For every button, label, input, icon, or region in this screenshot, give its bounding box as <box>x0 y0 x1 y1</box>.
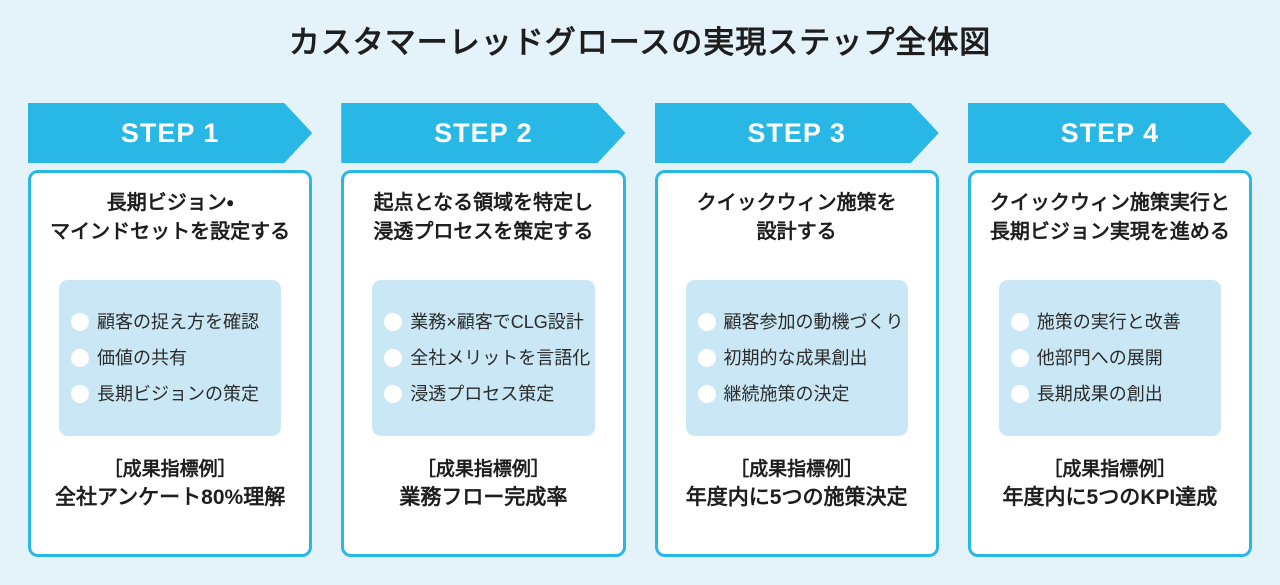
bullet-label: 浸透プロセス策定 <box>410 384 555 404</box>
list-item: 継続施策の決定 <box>697 383 898 405</box>
step-column-4: STEP 4 クイックウィン施策実行と 長期ビジョン実現を進める 施策の実行と改… <box>967 103 1252 557</box>
step-4-label: STEP 4 <box>1060 117 1160 148</box>
list-item: 施策の実行と改善 <box>1010 311 1211 333</box>
bullet-dot-icon <box>71 349 89 367</box>
step-3-metric: ［成果指標例］ 年度内に5つの施策決定 <box>686 457 908 512</box>
list-item: 浸透プロセス策定 <box>384 383 584 405</box>
step-1-arrow-banner: STEP 1 <box>28 103 312 163</box>
bullet-dot-icon <box>384 313 403 331</box>
step-1-task-panel: 顧客の捉え方を確認 価値の共有 長期ビジョンの策定 <box>59 280 282 436</box>
metric-label: ［成果指標例］ <box>1043 459 1177 480</box>
step-3-label: STEP 3 <box>747 117 846 148</box>
step-2-arrow-banner: STEP 2 <box>341 103 625 163</box>
bullet-label: 価値の共有 <box>97 348 187 368</box>
bullet-label: 顧客参加の動機づくり <box>723 312 904 332</box>
bullet-dot-icon <box>697 349 716 367</box>
list-item: 初期的な成果創出 <box>697 347 898 369</box>
step-2-card: 起点となる領域を特定し 浸透プロセスを策定する 業務×顧客でCLG設計 全社メリ… <box>341 170 626 557</box>
step-4-metric: ［成果指標例］ 年度内に5つのKPI達成 <box>1003 457 1218 512</box>
step-1-label: STEP 1 <box>120 117 220 148</box>
list-item: 顧客の捉え方を確認 <box>71 311 271 333</box>
bullet-dot-icon <box>1010 313 1029 331</box>
step-2-task-panel: 業務×顧客でCLG設計 全社メリットを言語化 浸透プロセス策定 <box>372 280 595 436</box>
step-4-card: クイックウィン施策実行と 長期ビジョン実現を進める 施策の実行と改善 他部門への… <box>967 170 1252 557</box>
bullet-label: 継続施策の決定 <box>723 384 850 404</box>
step-column-3: STEP 3 クイックウィン施策を 設計する 顧客参加の動機づくり 初期的な成果… <box>654 103 939 557</box>
step-2-metric: ［成果指標例］ 業務フロー完成率 <box>399 457 567 512</box>
step-1-metric: ［成果指標例］ 全社アンケート80%理解 <box>55 457 285 512</box>
bullet-dot-icon <box>384 349 403 367</box>
bullet-dot-icon <box>384 385 403 403</box>
step-3-card: クイックウィン施策を 設計する 顧客参加の動機づくり 初期的な成果創出 継続施策… <box>654 170 939 557</box>
bullet-dot-icon <box>71 313 89 331</box>
list-item: 長期成果の創出 <box>1010 383 1211 405</box>
metric-value: 年度内に5つのKPI達成 <box>1002 486 1218 509</box>
bullet-label: 顧客の捉え方を確認 <box>97 312 259 332</box>
step-4-title: クイックウィン施策実行と 長期ビジョン実現を進める <box>989 192 1230 243</box>
metric-label: ［成果指標例］ <box>730 459 864 480</box>
bullet-label: 全社メリットを言語化 <box>410 348 591 368</box>
bullet-label: 長期ビジョンの策定 <box>97 384 259 404</box>
step-column-2: STEP 2 起点となる領域を特定し 浸透プロセスを策定する 業務×顧客でCLG… <box>341 103 626 557</box>
step-3-title: クイックウィン施策を 設計する <box>696 192 897 243</box>
bullet-label: 業務×顧客でCLG設計 <box>410 312 584 332</box>
list-item: 他部門への展開 <box>1010 347 1211 369</box>
bullet-label: 他部門への展開 <box>1036 348 1163 368</box>
step-column-1: STEP 1 長期ビジョン・ マインドセットを設定する 顧客の捉え方を確認 価値… <box>28 103 313 557</box>
metric-label: ［成果指標例］ <box>103 459 237 480</box>
bullet-dot-icon <box>697 385 716 403</box>
metric-value: 年度内に5つの施策決定 <box>685 486 908 509</box>
list-item: 顧客参加の動機づくり <box>697 311 904 333</box>
bullet-dot-icon <box>1010 385 1029 403</box>
bullet-label: 初期的な成果創出 <box>723 348 868 368</box>
list-item: 業務×顧客でCLG設計 <box>384 311 584 333</box>
steps-row: STEP 1 長期ビジョン・ マインドセットを設定する 顧客の捉え方を確認 価値… <box>0 103 1280 557</box>
step-4-task-panel: 施策の実行と改善 他部門への展開 長期成果の創出 <box>998 280 1221 436</box>
metric-label: ［成果指標例］ <box>416 459 550 480</box>
page-title: カスタマーレッドグロースの実現ステップ全体図 <box>288 25 992 60</box>
list-item: 長期ビジョンの策定 <box>71 383 271 405</box>
step-4-arrow-banner: STEP 4 <box>968 103 1252 163</box>
list-item: 価値の共有 <box>71 347 271 369</box>
step-1-card: 長期ビジョン・ マインドセットを設定する 顧客の捉え方を確認 価値の共有 長期ビ… <box>28 170 313 557</box>
bullet-dot-icon <box>1010 349 1029 367</box>
bullet-dot-icon <box>71 385 89 403</box>
bullet-label: 長期成果の創出 <box>1036 384 1163 404</box>
list-item: 全社メリットを言語化 <box>384 347 590 369</box>
step-3-task-panel: 顧客参加の動機づくり 初期的な成果創出 継続施策の決定 <box>685 280 908 436</box>
bullet-label: 施策の実行と改善 <box>1036 312 1181 332</box>
step-2-title: 起点となる領域を特定し 浸透プロセスを策定する <box>373 192 594 243</box>
metric-value: 全社アンケート80%理解 <box>55 486 286 509</box>
bullet-dot-icon <box>697 313 716 331</box>
step-2-label: STEP 2 <box>434 117 533 148</box>
metric-value: 業務フロー完成率 <box>399 486 568 509</box>
step-1-title: 長期ビジョン・ マインドセットを設定する <box>50 192 291 243</box>
step-3-arrow-banner: STEP 3 <box>655 103 939 163</box>
